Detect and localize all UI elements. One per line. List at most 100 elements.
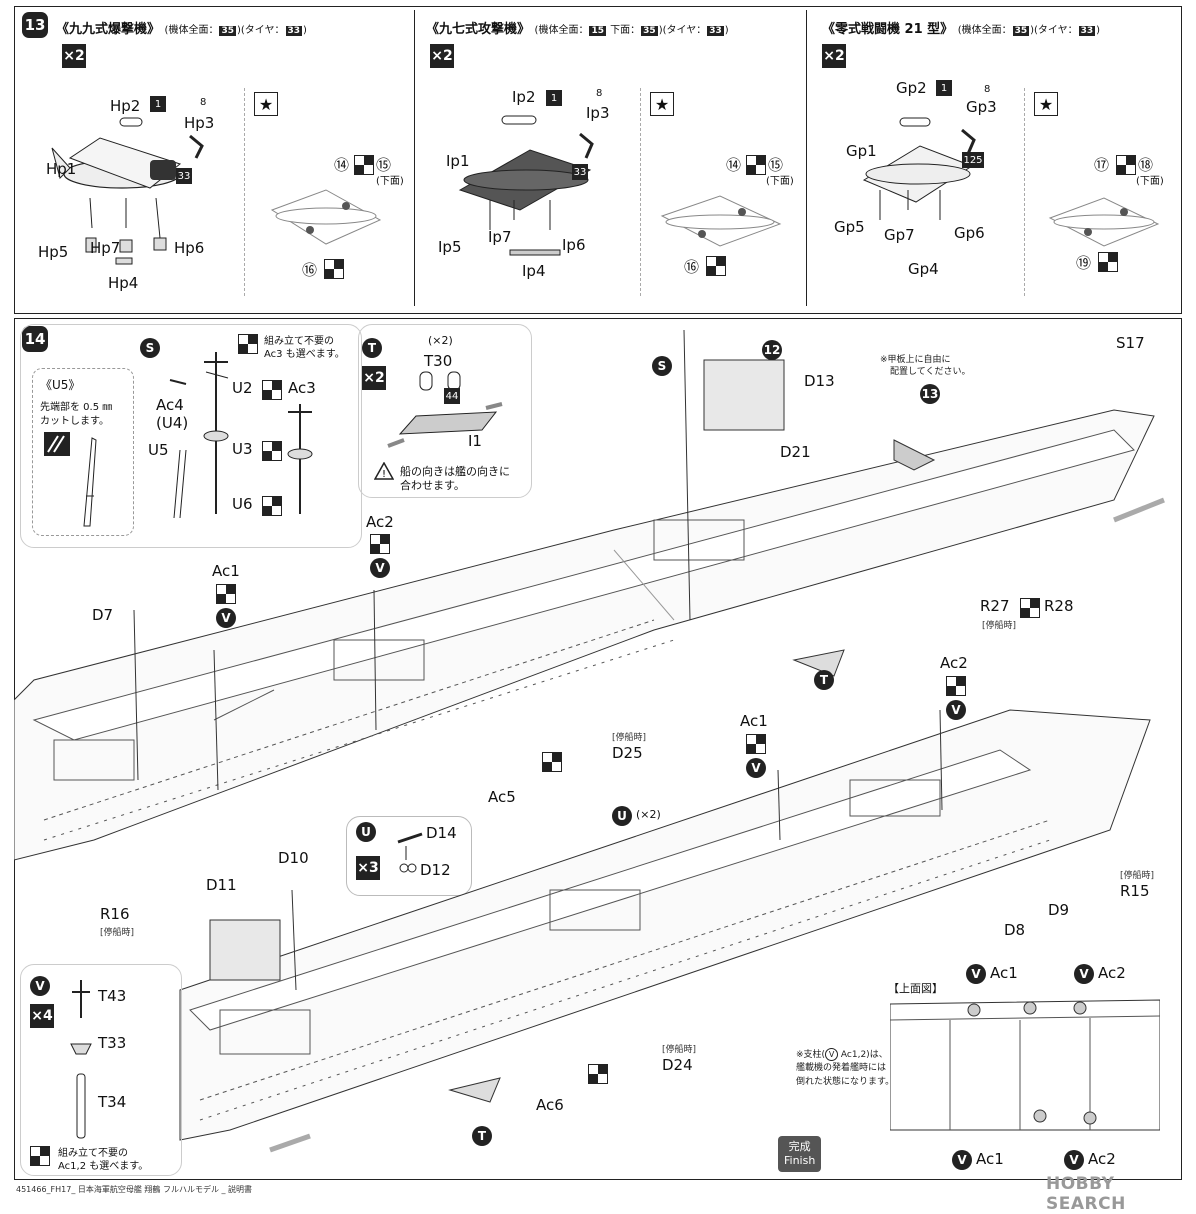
finish-jp: 完成 [788, 1140, 811, 1153]
assembly-s-badge: S [140, 338, 160, 358]
decal-mark: ⑯ [684, 258, 700, 276]
paint-badge: 33 [176, 168, 192, 184]
assembly-v-ref: V [946, 700, 966, 720]
paint-icon [946, 676, 966, 696]
decal-mark: ⑮ [376, 156, 392, 174]
carrier-bottom-diagram [179, 709, 1151, 1153]
part-u3: U3 [232, 440, 253, 458]
paint-box: 15 [589, 26, 606, 36]
deck-note-1: ※甲板上に自由に [880, 355, 951, 365]
paint-box: 33 [707, 26, 724, 36]
step13-number: 13 [22, 12, 48, 38]
part-d13: D13 [804, 372, 835, 390]
assembly-t-ref: T [814, 670, 834, 690]
finish-badge: 完成 Finish [778, 1136, 822, 1172]
part-ac4: Ac4 [156, 396, 184, 414]
paint-icon [370, 534, 390, 554]
assembly-u-ref: U [612, 806, 632, 826]
part-ac2: Ac2 [366, 513, 394, 531]
t-group-box [358, 324, 532, 498]
type97-decal-diagram [660, 195, 782, 247]
part-ac5: Ac5 [488, 788, 516, 806]
part-hp3: Hp3 [184, 114, 215, 132]
paint-box: 33 [285, 26, 303, 36]
part-hp6: Hp6 [174, 239, 205, 257]
decal-star-icon: ★ [254, 92, 278, 116]
paint-badge: 125 [962, 152, 984, 168]
type97-attacker-diagram [458, 115, 594, 256]
quantity-badge: ×2 [430, 44, 454, 68]
decal-panel-divider [1024, 88, 1026, 296]
paint-box: 35 [1012, 26, 1030, 36]
top-view-diagram [890, 999, 1160, 1131]
type99-bomber-diagram [51, 117, 204, 265]
paint-icon [542, 752, 562, 772]
underside-label: (下面) [1136, 176, 1164, 187]
assembly-v-badge: V [30, 976, 50, 996]
part-r27: R27 [980, 597, 1010, 615]
part-s17: S17 [1116, 334, 1145, 352]
top-view-note-3: 倒れた状態になります。 [796, 1077, 895, 1087]
assembly-v-ref: V [966, 964, 986, 984]
decal-mark: ⑰ [1094, 156, 1110, 174]
decal-paint-icon [1116, 155, 1136, 175]
plane-title-type97-attacker: 《九七式攻撃機》 (機体全面：15 下面：35)(タイヤ：33) [426, 18, 729, 37]
top-view-title: 【上面図】 [888, 982, 943, 995]
watermark: HOBBY SEARCH [1046, 1174, 1126, 1214]
anchored-note: [停船時] [612, 733, 647, 743]
part-d8: D8 [1004, 921, 1026, 939]
part-hp4: Hp4 [108, 274, 139, 292]
step13-divider-2 [806, 10, 808, 306]
decal-mark: ⑲ [1076, 254, 1092, 272]
note-text: ※支柱( [796, 1050, 826, 1060]
top-label-ac2: Ac2 [1098, 964, 1126, 982]
note-text: Ac1,2)は、 [838, 1050, 888, 1060]
decal-mark: ⑭ [334, 156, 350, 174]
info-mid: )(タイヤ： [236, 25, 285, 36]
warning-icon: ! [374, 462, 394, 480]
step12-ref: 12 [762, 340, 782, 360]
part-gp6: Gp6 [954, 224, 985, 242]
paint-number: 8 [200, 97, 207, 108]
boat-assembly-diagram [387, 371, 503, 448]
part-u6: U6 [232, 495, 253, 513]
part-hp7: Hp7 [90, 239, 121, 257]
carrier-top-diagram [14, 329, 1165, 861]
info-prefix: (機体全面： [534, 25, 589, 36]
decal-star-icon: ★ [1034, 92, 1058, 116]
part-u4: (U4) [156, 414, 189, 432]
part-d12: D12 [420, 861, 451, 879]
part-gp2: Gp2 [896, 79, 927, 97]
part-hp1: Hp1 [46, 160, 77, 178]
mast-assembly-diagram [169, 352, 313, 519]
paint-icon [238, 334, 258, 354]
paint-icon [746, 734, 766, 754]
plane-title-zero-fighter: 《零式戦闘機 21 型》 (機体全面：35)(タイヤ：33) [822, 18, 1100, 37]
part-d14: D14 [426, 824, 457, 842]
top-view-note-2: 艦載機の発着艦時には [796, 1063, 887, 1073]
zero-decal-diagram [1048, 197, 1160, 247]
step13-ref: 13 [920, 384, 940, 404]
u5-detail-box [32, 368, 134, 536]
part-ac3: Ac3 [288, 379, 316, 397]
u5-title: 《U5》 [40, 378, 81, 392]
decal-paint-icon [324, 259, 344, 279]
u-group-box [346, 816, 472, 896]
u5-text-2: カットします。 [40, 416, 109, 427]
part-ip5: Ip5 [438, 238, 462, 256]
underside-label: (下面) [766, 176, 794, 187]
plane-title-type99-bomber: 《九九式爆撃機》 (機体全面：35)(タイヤ：33) [56, 18, 307, 37]
top-label-ac1: Ac1 [990, 964, 1018, 982]
info-mid: 下面： [606, 25, 641, 36]
part-r28: R28 [1044, 597, 1074, 615]
decal-panel-divider [640, 88, 642, 296]
u-quantity-badge: ×3 [356, 856, 380, 880]
part-hp5: Hp5 [38, 243, 69, 261]
title-text: 《九七式攻撃機》 [426, 22, 531, 37]
info-mid: )(タイヤ： [658, 25, 707, 36]
assembly-u-badge: U [356, 822, 376, 842]
bottom-label-ac1: Ac1 [976, 1150, 1004, 1168]
paint-icon [1020, 598, 1040, 618]
paint-badge: 1 [546, 90, 562, 106]
part-d24: D24 [662, 1056, 693, 1074]
